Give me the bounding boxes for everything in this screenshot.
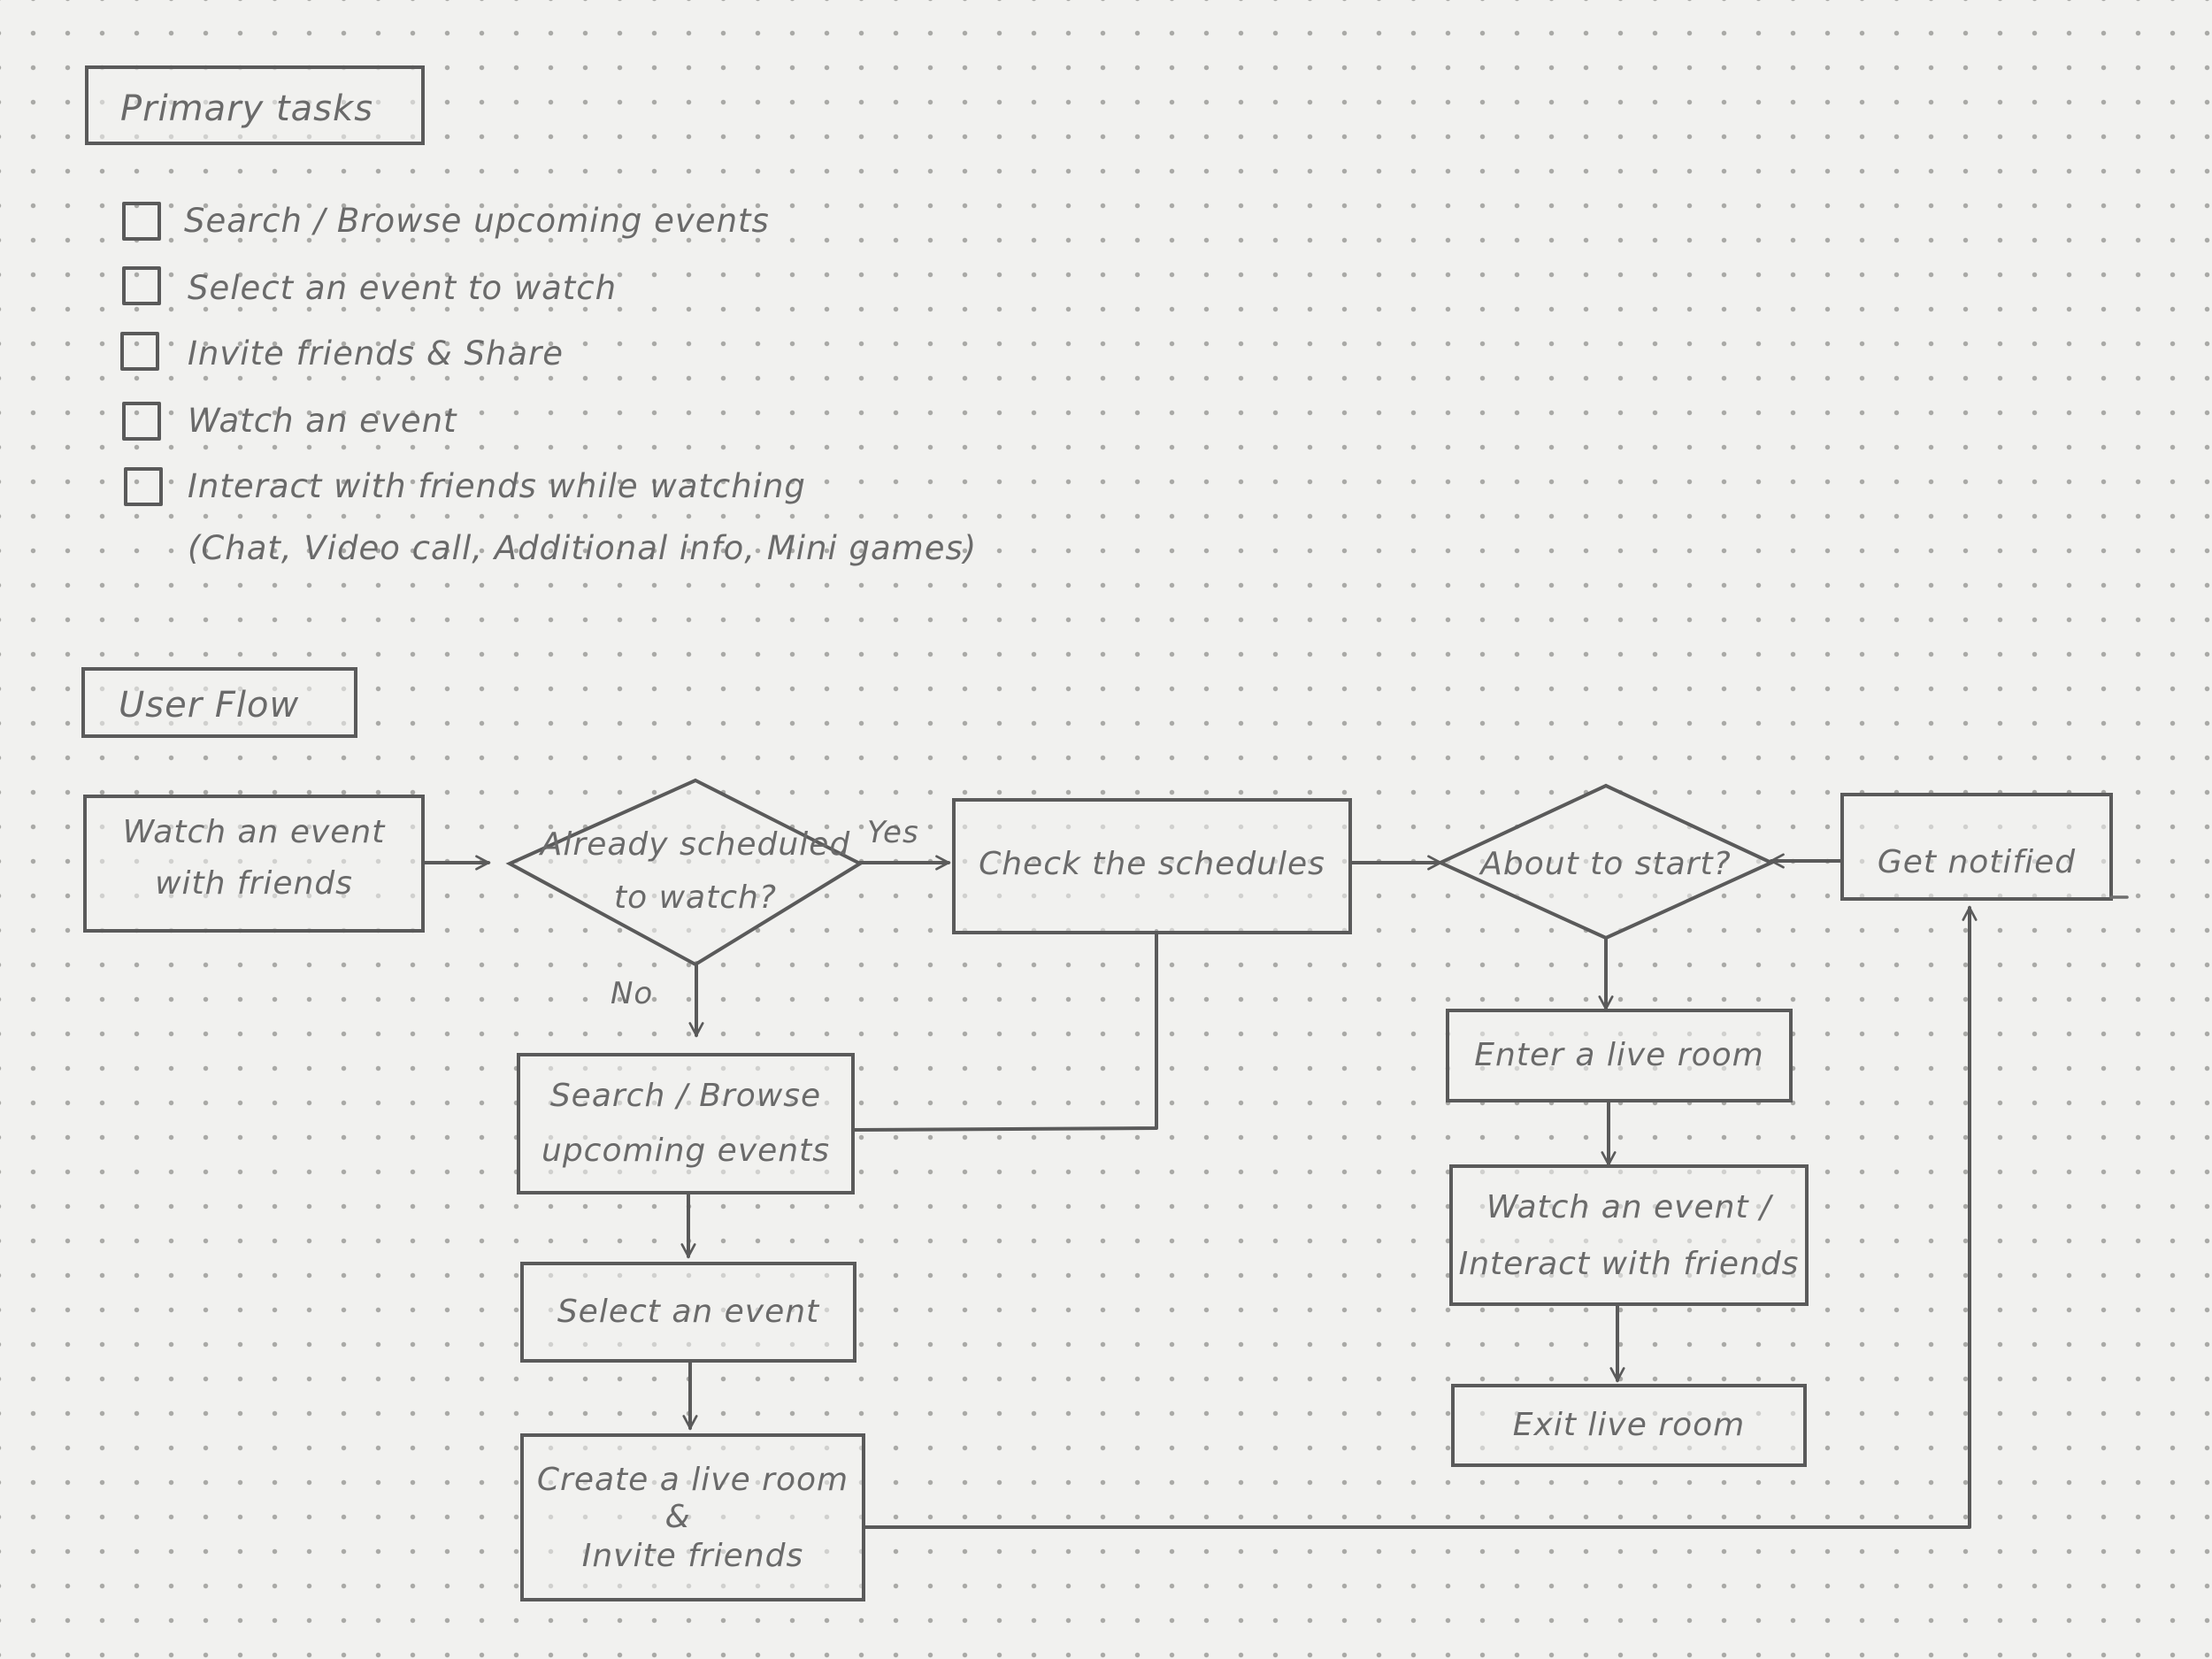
task-item-3: Invite friends & Share (188, 334, 564, 373)
node-get-notified: Get notified (1840, 793, 2129, 901)
task-item-4: Watch an event (188, 402, 457, 440)
node-search-browse-line-1: Search / Browse (550, 1078, 821, 1114)
decision-about-to-start: About to start? (1436, 783, 1776, 941)
decision-about-to-start-label: About to start? (1479, 846, 1731, 882)
task-item-5-note: (Chat, Video call, Additional info, Mini… (188, 529, 977, 567)
node-watch-interact-line-2: Interact with friends (1459, 1246, 1800, 1282)
primary-tasks-section: Primary tasks Search / Browse upcoming e… (85, 65, 977, 567)
node-select-event: Select an event (520, 1262, 856, 1363)
decision-already-scheduled: Already scheduled to watch? (505, 778, 864, 967)
flow-nodes: Watch an event with friends Already sche… (83, 778, 2129, 1601)
task-checkbox-1[interactable] (122, 202, 161, 241)
primary-tasks-heading-box (85, 65, 425, 145)
node-search-browse-line-2: upcoming events (541, 1133, 830, 1169)
node-select-event-label: Select an event (557, 1294, 820, 1330)
task-item-1: Search / Browse upcoming events (184, 202, 770, 240)
node-exit-room: Exit live room (1451, 1384, 1807, 1467)
task-checkbox-4[interactable] (122, 402, 161, 441)
decision-already-scheduled-line-1: Already scheduled (539, 826, 851, 863)
task-checkbox-2[interactable] (122, 266, 161, 305)
task-checkbox-5[interactable] (124, 467, 163, 506)
line-check-to-search (851, 929, 1158, 1132)
node-watch-interact-line-1: Watch an event / (1486, 1189, 1774, 1225)
task-checkbox-3[interactable] (120, 332, 159, 371)
node-enter-room: Enter a live room (1446, 1009, 1793, 1102)
node-check-schedules-label: Check the schedules (979, 846, 1325, 882)
node-get-notified-label: Get notified (1878, 844, 2076, 880)
node-watch-with-friends-line-1: Watch an event (123, 814, 387, 850)
arrow-create-to-notified (862, 908, 1970, 1529)
node-watch-with-friends: Watch an event with friends (83, 795, 425, 933)
node-watch-interact: Watch an event / Interact with friends (1449, 1164, 1809, 1306)
edge-label-no: No (611, 976, 653, 1011)
task-item-5: Interact with friends while watching (188, 467, 806, 505)
node-enter-room-label: Enter a live room (1474, 1037, 1763, 1073)
node-search-browse: Search / Browse upcoming events (517, 1053, 855, 1194)
node-watch-with-friends-line-2: with friends (155, 865, 353, 902)
flow-connectors (421, 861, 1970, 1529)
node-check-schedules: Check the schedules (952, 798, 1352, 934)
decision-already-scheduled-line-2: to watch? (614, 879, 777, 916)
node-exit-room-label: Exit live room (1513, 1407, 1745, 1443)
edge-label-yes: Yes (867, 815, 919, 850)
primary-tasks-heading: Primary tasks (120, 88, 373, 129)
node-create-room-line-2: & (664, 1499, 690, 1535)
user-flow-heading-box (81, 667, 357, 738)
user-flow-heading: User Flow (119, 685, 299, 726)
user-flow-section: User Flow (81, 667, 357, 738)
node-create-room-line-3: Invite friends (582, 1538, 804, 1574)
node-create-room: Create a live room & Invite friends (520, 1433, 865, 1601)
node-create-room-line-1: Create a live room (537, 1462, 849, 1498)
task-item-2: Select an event to watch (188, 269, 617, 307)
